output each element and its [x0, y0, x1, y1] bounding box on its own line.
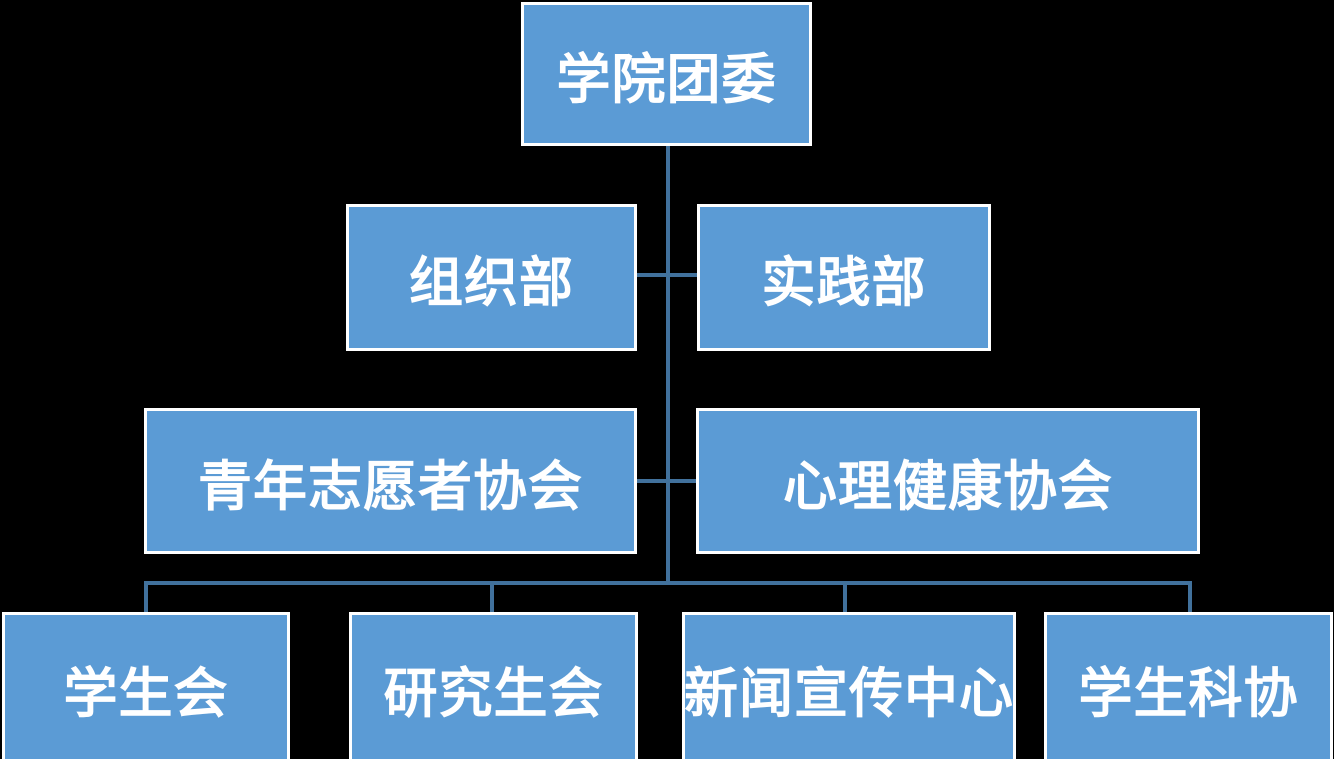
org-node-root-label: 学院团委 — [556, 49, 777, 110]
org-node-graduate-union-label: 研究生会 — [383, 663, 604, 724]
org-node-org-dept-label: 组织部 — [409, 253, 574, 313]
org-node-mental-health[interactable]: 心理健康协会 — [696, 408, 1200, 554]
org-node-org-dept[interactable]: 组织部 — [346, 204, 637, 351]
connector-drop-student-science — [1188, 581, 1192, 613]
org-node-student-union[interactable]: 学生会 — [2, 612, 290, 759]
connector-drop-student-union — [144, 581, 148, 613]
org-node-mental-health-label: 心理健康协会 — [783, 456, 1113, 517]
connector-bottom-bar — [144, 581, 1192, 585]
org-node-news-center-label: 新闻宣传中心 — [684, 663, 1014, 724]
org-node-practice-dept[interactable]: 实践部 — [697, 204, 991, 351]
connector-level3-stub — [636, 479, 700, 483]
org-node-root[interactable]: 学院团委 — [521, 2, 812, 146]
org-node-practice-dept-label: 实践部 — [761, 253, 927, 313]
org-node-youth-volunteers[interactable]: 青年志愿者协会 — [144, 408, 637, 554]
org-node-student-science-label: 学生科协 — [1078, 663, 1299, 724]
org-node-student-science[interactable]: 学生科协 — [1044, 612, 1333, 759]
connector-main-spine — [666, 145, 670, 585]
connector-level2-stub — [635, 273, 700, 277]
org-node-student-union-label: 学生会 — [63, 663, 229, 724]
org-node-news-center[interactable]: 新闻宣传中心 — [682, 612, 1016, 759]
org-node-youth-volunteers-label: 青年志愿者协会 — [198, 456, 583, 517]
connector-drop-news-center — [843, 581, 847, 613]
org-node-graduate-union[interactable]: 研究生会 — [349, 612, 638, 759]
connector-drop-graduate-union — [490, 581, 494, 613]
